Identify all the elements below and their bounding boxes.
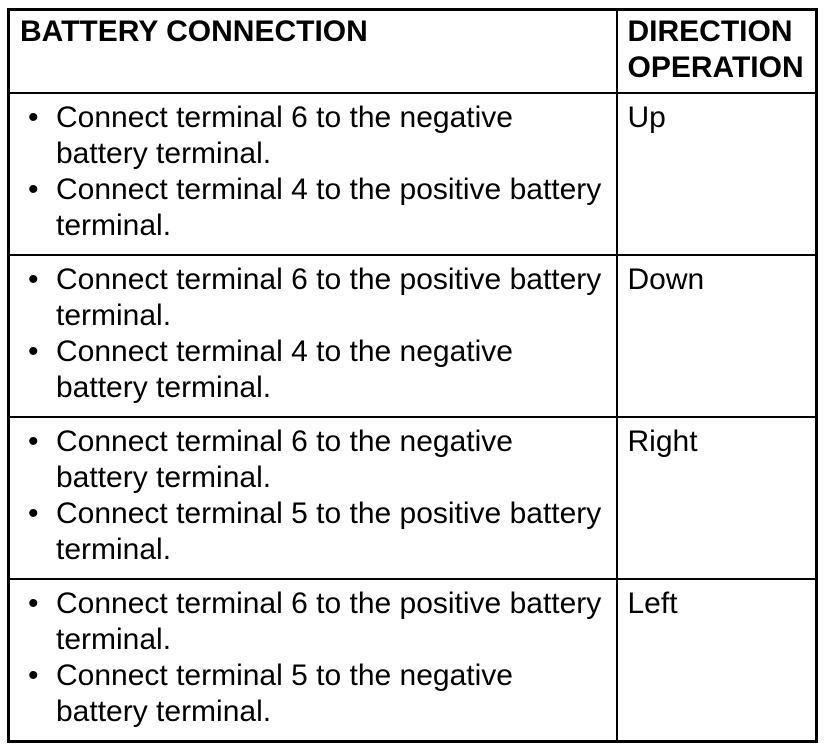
bullet-item: Connect terminal 6 to the negative batte…	[10, 100, 606, 172]
battery-connection-cell: Connect terminal 6 to the negative batte…	[7, 416, 618, 580]
direction-cell: Up	[615, 92, 818, 256]
bullet-item: Connect terminal 4 to the positive batte…	[10, 172, 606, 244]
battery-connection-cell: Connect terminal 6 to the positive batte…	[7, 254, 618, 418]
bullet-item: Connect terminal 5 to the negative batte…	[10, 658, 606, 730]
bullet-item: Connect terminal 6 to the positive batte…	[10, 262, 606, 334]
direction-cell: Right	[615, 416, 818, 580]
column-header-direction-operation: DIRECTION OPERATION	[615, 8, 818, 94]
table-header-row: BATTERY CONNECTION DIRECTION OPERATION	[7, 8, 818, 94]
table-row: Connect terminal 6 to the negative batte…	[7, 92, 818, 256]
battery-connection-cell: Connect terminal 6 to the positive batte…	[7, 578, 618, 743]
battery-connection-table: BATTERY CONNECTION DIRECTION OPERATION C…	[7, 8, 818, 743]
table-row: Connect terminal 6 to the positive batte…	[7, 578, 818, 743]
bullet-item: Connect terminal 6 to the positive batte…	[10, 586, 606, 658]
column-header-battery-connection: BATTERY CONNECTION	[7, 8, 618, 94]
table-row: Connect terminal 6 to the negative batte…	[7, 416, 818, 580]
direction-cell: Down	[615, 254, 818, 418]
direction-cell: Left	[615, 578, 818, 743]
battery-connection-cell: Connect terminal 6 to the negative batte…	[7, 92, 618, 256]
bullet-item: Connect terminal 6 to the negative batte…	[10, 424, 606, 496]
table-row: Connect terminal 6 to the positive batte…	[7, 254, 818, 418]
bullet-item: Connect terminal 5 to the positive batte…	[10, 496, 606, 568]
bullet-item: Connect terminal 4 to the negative batte…	[10, 334, 606, 406]
